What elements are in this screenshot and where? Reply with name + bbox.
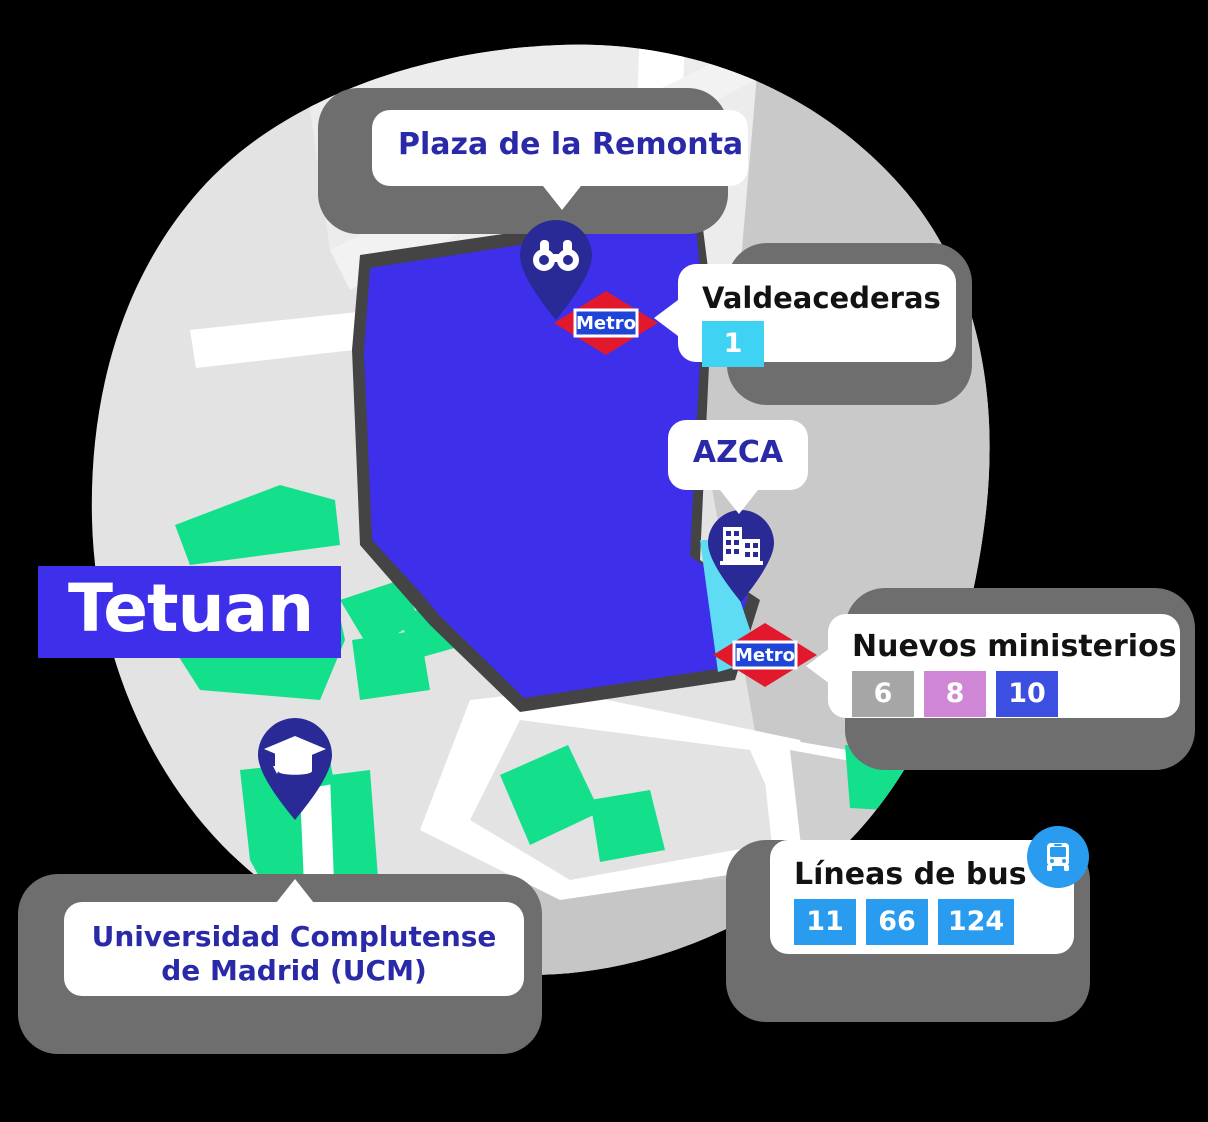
card-title-plaza: Plaza de la Remonta — [398, 127, 744, 162]
card-universidad-complutense[interactable]: Universidad Complutense de Madrid (UCM) — [64, 902, 524, 996]
bus-line-badge[interactable]: 11 — [794, 898, 856, 945]
bus-line-badge[interactable]: 124 — [938, 898, 1014, 945]
metro-line-badge[interactable]: 1 — [702, 321, 764, 368]
metro-line-badge[interactable]: 6 — [852, 670, 914, 717]
bus-line-badges: 11 66 124 — [794, 898, 1050, 945]
card-title-ucm-line-2: de Madrid (UCM) — [161, 953, 427, 987]
card-title-nuevos-ministerios: Nuevos ministerios — [852, 629, 1177, 664]
card-nuevos-ministerios[interactable]: Nuevos ministerios 6 8 10 — [828, 614, 1180, 718]
card-tail-plaza — [543, 186, 581, 210]
svg-text:Metro: Metro — [735, 645, 795, 666]
metro-line-badge[interactable]: 8 — [924, 670, 986, 717]
business-district-pin[interactable] — [706, 508, 776, 608]
graduation-cap-icon — [258, 718, 332, 820]
metro-line-badges-valdeacederas: 1 — [702, 321, 932, 368]
binoculars-icon — [520, 220, 592, 320]
card-title-lineas-de-bus: Líneas de bus — [794, 857, 1027, 892]
card-lineas-de-bus[interactable]: Líneas de bus 11 66 124 — [770, 840, 1074, 954]
viewpoint-pin[interactable] — [518, 218, 594, 326]
metro-line-badges-nuevos-ministerios: 6 8 10 — [852, 670, 1156, 717]
card-title-valdeacederas: Valdeacederas — [702, 281, 941, 315]
card-tail-azca — [720, 490, 758, 514]
card-title-azca: AZCA — [692, 435, 784, 470]
card-tail-nuevos-ministerios — [806, 648, 830, 684]
park-south-centre — [500, 745, 600, 845]
park-south-centre-b — [590, 790, 665, 862]
card-title-ucm-line-1: Universidad Complutense — [91, 920, 497, 953]
district-name-label: Tetuan — [38, 566, 342, 658]
card-tail-valdeacederas — [654, 300, 678, 336]
bus-icon-circle[interactable] — [1027, 826, 1089, 888]
metro-marker-nuevos-ministerios[interactable]: Metro — [712, 622, 818, 692]
district-name-text: Tetuan — [68, 570, 314, 647]
metro-logo-icon: Metro — [713, 623, 817, 687]
bus-icon — [1047, 843, 1069, 871]
card-plaza-de-la-remonta[interactable]: Plaza de la Remonta — [372, 110, 748, 186]
university-pin[interactable] — [256, 716, 334, 826]
bus-line-badge[interactable]: 66 — [866, 898, 928, 945]
district-tetuan-area — [364, 218, 748, 698]
park-northwest — [175, 485, 340, 565]
svg-text:Metro: Metro — [576, 313, 636, 334]
metro-logo-icon: Metro — [554, 291, 658, 355]
metro-marker-valdeacederas[interactable]: Metro — [553, 290, 659, 360]
card-azca[interactable]: AZCA — [668, 420, 808, 490]
card-valdeacederas[interactable]: Valdeacederas 1 — [678, 264, 956, 368]
park-west-small — [340, 580, 420, 650]
metro-line-badge[interactable]: 10 — [996, 670, 1058, 717]
office-building-icon — [708, 510, 774, 602]
card-tail-ucm — [276, 879, 314, 903]
